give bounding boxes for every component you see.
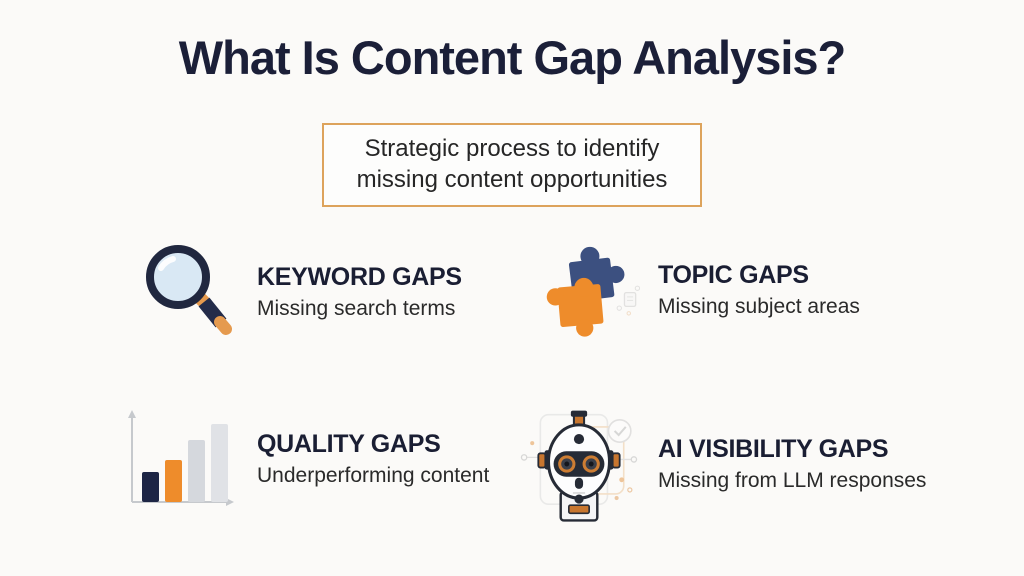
bar-chart-icon — [118, 406, 238, 511]
quadrant-description: Missing from LLM responses — [658, 469, 927, 492]
quadrant-description: Missing subject areas — [658, 295, 860, 318]
robot-icon — [518, 400, 640, 528]
quadrant-topic-gaps: TOPIC GAPS Missing subject areas — [545, 240, 860, 340]
quadrant-keyword-gaps: KEYWORD GAPS Missing search terms — [140, 242, 462, 342]
quadrant-heading: QUALITY GAPS — [257, 429, 441, 458]
subtitle-box: Strategic process to identify missing co… — [322, 123, 702, 207]
page-title: What Is Content Gap Analysis? — [178, 31, 847, 84]
quadrant-heading: AI VISIBILITY GAPS — [658, 435, 889, 463]
quadrant-heading: TOPIC GAPS — [658, 261, 809, 289]
subtitle-line-1: Strategic process to identify — [364, 135, 660, 162]
quadrant-text: AI VISIBILITY GAPS Missing from LLM resp… — [658, 435, 926, 493]
magnifier-icon — [140, 242, 240, 342]
quadrant-text: TOPIC GAPS Missing subject areas — [658, 261, 860, 319]
puzzle-icon — [545, 240, 640, 340]
subtitle-line-2: missing content opportunities — [356, 166, 668, 193]
quadrant-text: KEYWORD GAPS Missing search terms — [257, 263, 462, 321]
quadrant-description: Underperforming content — [257, 463, 490, 487]
quadrant-text: QUALITY GAPS Underperforming content — [257, 430, 489, 488]
quadrant-heading: KEYWORD GAPS — [257, 263, 462, 291]
quadrant-quality-gaps: QUALITY GAPS Underperforming content — [118, 406, 489, 511]
quadrant-description: Missing search terms — [257, 297, 456, 320]
quadrant-ai-visibility-gaps: AI VISIBILITY GAPS Missing from LLM resp… — [518, 400, 926, 528]
